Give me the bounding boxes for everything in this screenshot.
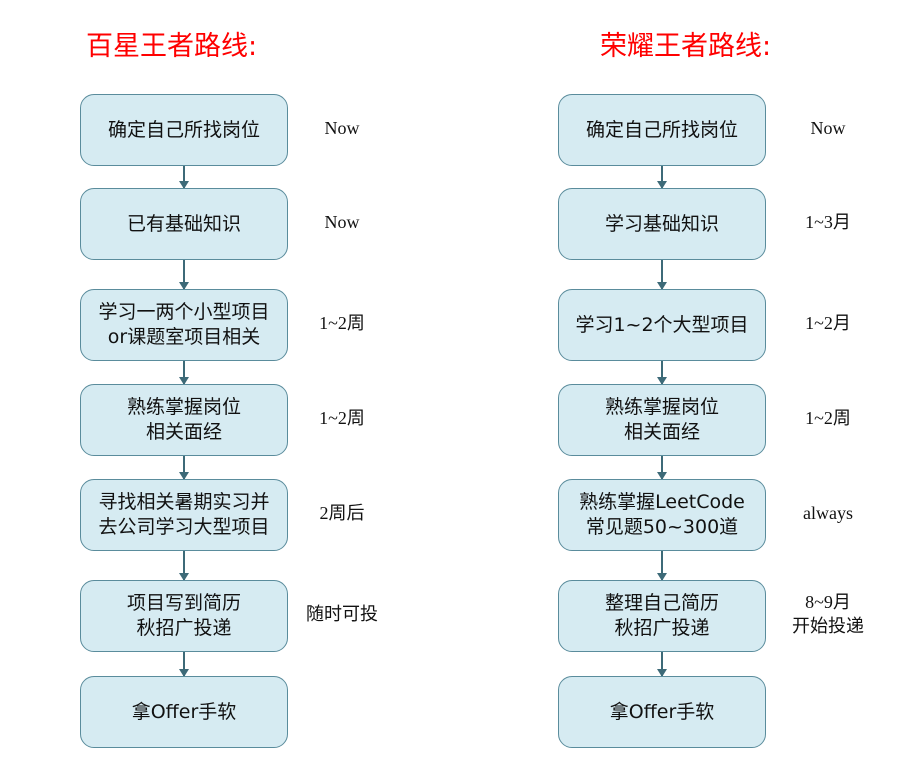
left-step-2-duration: Now (282, 210, 402, 234)
left-step-box-7: 拿Offer手软 (80, 676, 288, 748)
right-step-4-line-1: 熟练掌握岗位 (604, 396, 719, 418)
right-step-box-6: 整理自己简历秋招广投递 (558, 580, 766, 652)
right-step-3-line-1: 学习1~2个大型项目 (575, 313, 749, 336)
right-step-5-duration-line-1: always (803, 503, 853, 523)
right-arrow-5 (657, 551, 667, 581)
left-arrow-5 (179, 551, 189, 581)
left-arrow-6 (179, 652, 189, 677)
right-step-5-line-1: 熟练掌握LeetCode (579, 491, 745, 513)
left-step-1-duration-line-1: Now (324, 118, 360, 138)
right-step-box-5: 熟练掌握LeetCode 常见题50~300道 (558, 479, 766, 551)
right-step-6-duration-line-2: 开始投递 (792, 616, 864, 636)
left-step-box-4: 熟练掌握岗位相关面经 (80, 384, 288, 456)
right-step-box-3: 学习1~2个大型项目 (558, 289, 766, 361)
left-step-7-line-1: 拿Offer手软 (131, 700, 237, 723)
right-arrow-1 (657, 166, 667, 189)
left-step-box-5: 寻找相关暑期实习并去公司学习大型项目 (80, 479, 288, 551)
left-step-box-6: 项目写到简历秋招广投递 (80, 580, 288, 652)
right-step-4-line-2: 相关面经 (623, 421, 700, 443)
left-route-title: 百星王者路线: (86, 31, 258, 62)
right-arrow-4 (657, 456, 667, 480)
left-step-6-duration: 随时可投 (282, 602, 402, 626)
right-step-box-2: 学习基础知识 (558, 188, 766, 260)
right-arrow-2 (657, 260, 667, 290)
right-step-1-duration: Now (768, 116, 888, 140)
right-arrow-6 (657, 652, 667, 677)
left-arrow-1 (179, 166, 189, 189)
right-step-1-line-1: 确定自己所找岗位 (585, 118, 738, 141)
right-step-2-line-1: 学习基础知识 (604, 212, 719, 235)
left-step-4-duration: 1~2周 (282, 406, 402, 430)
right-step-3-duration: 1~2月 (768, 311, 888, 335)
right-step-7-line-1: 拿Offer手软 (609, 700, 715, 723)
right-step-6-duration: 8~9月开始投递 (768, 590, 888, 638)
right-step-4-duration-line-1: 1~2周 (805, 408, 851, 428)
left-step-4-duration-line-1: 1~2周 (319, 408, 365, 428)
left-step-3-duration-line-1: 1~2周 (319, 313, 365, 333)
left-arrow-3 (179, 361, 189, 385)
left-step-5-duration: 2周后 (282, 501, 402, 525)
left-step-3-line-1: 学习一两个小型项目 (98, 301, 270, 323)
left-step-box-2: 已有基础知识 (80, 188, 288, 260)
left-step-6-duration-line-1: 随时可投 (306, 604, 378, 624)
left-step-1-line-1: 确定自己所找岗位 (107, 118, 260, 141)
right-step-6-line-1: 整理自己简历 (604, 592, 719, 614)
right-route-title: 荣耀王者路线: (600, 31, 772, 62)
left-step-1-duration: Now (282, 116, 402, 140)
right-step-6-duration-line-1: 8~9月 (805, 592, 851, 612)
left-step-5-line-1: 寻找相关暑期实习并 (98, 491, 270, 513)
right-step-3-duration-line-1: 1~2月 (805, 313, 851, 333)
right-step-box-7: 拿Offer手软 (558, 676, 766, 748)
left-step-6-line-1: 项目写到简历 (126, 592, 241, 614)
left-step-box-1: 确定自己所找岗位 (80, 94, 288, 166)
left-step-4-line-1: 熟练掌握岗位 (126, 396, 241, 418)
right-step-2-duration-line-1: 1~3月 (805, 212, 851, 232)
left-step-box-3: 学习一两个小型项目 or课题室项目相关 (80, 289, 288, 361)
right-step-2-duration: 1~3月 (768, 210, 888, 234)
right-arrow-3 (657, 361, 667, 385)
right-step-box-1: 确定自己所找岗位 (558, 94, 766, 166)
left-step-5-duration-line-1: 2周后 (319, 503, 365, 523)
right-step-5-line-2: 常见题50~300道 (585, 516, 739, 538)
left-step-4-line-2: 相关面经 (145, 421, 222, 443)
right-step-1-duration-line-1: Now (810, 118, 846, 138)
left-arrow-2 (179, 260, 189, 290)
left-step-2-duration-line-1: Now (324, 212, 360, 232)
right-step-5-duration: always (768, 501, 888, 525)
left-step-6-line-2: 秋招广投递 (136, 617, 232, 639)
left-arrow-4 (179, 456, 189, 480)
left-step-3-duration: 1~2周 (282, 311, 402, 335)
left-step-2-line-1: 已有基础知识 (126, 212, 241, 235)
right-step-box-4: 熟练掌握岗位相关面经 (558, 384, 766, 456)
right-step-6-line-2: 秋招广投递 (614, 617, 710, 639)
left-step-5-line-2: 去公司学习大型项目 (98, 516, 270, 538)
left-step-3-line-2: or课题室项目相关 (107, 326, 261, 348)
right-step-4-duration: 1~2周 (768, 406, 888, 430)
